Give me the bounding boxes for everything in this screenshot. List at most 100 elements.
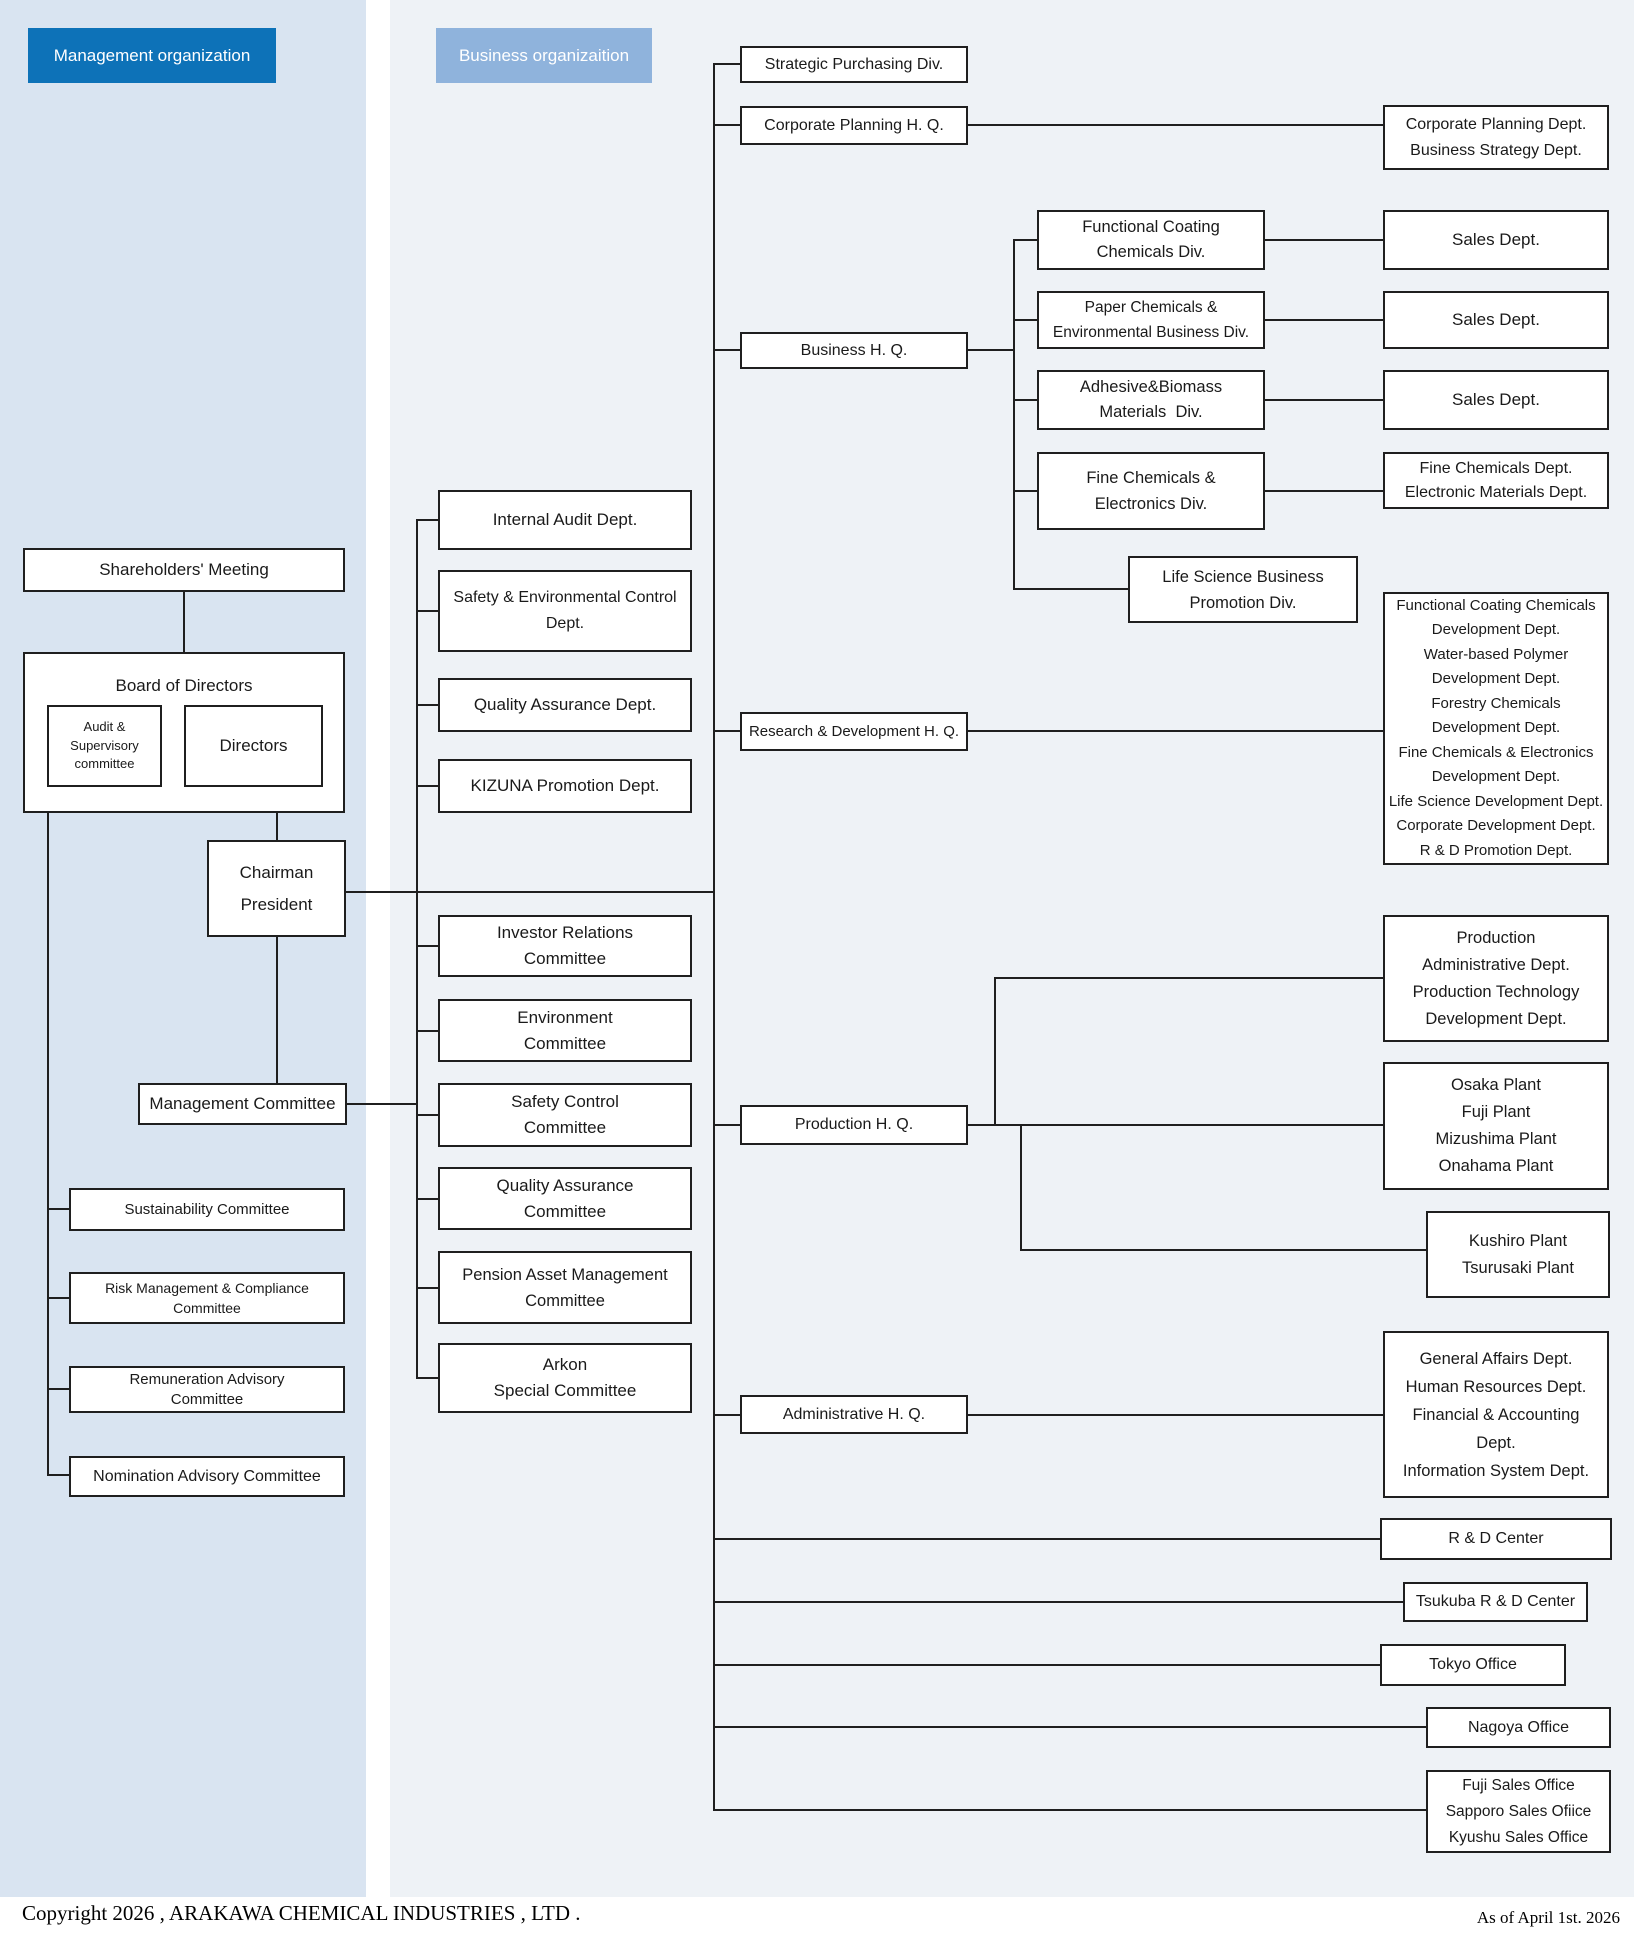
connector [416, 1114, 438, 1116]
connector [713, 1809, 1426, 1811]
connector [416, 704, 438, 706]
node-tsukuba-rd-center: Tsukuba R & D Center [1403, 1582, 1588, 1622]
node-sustainability-committee: Sustainability Committee [69, 1188, 345, 1231]
connector [1265, 399, 1383, 401]
connector [416, 1198, 438, 1200]
node-arkon-special-committee: Arkon Special Committee [438, 1343, 692, 1413]
connector [1013, 490, 1037, 492]
node-fine-chemicals-electronic-materials-depts: Fine Chemicals Dept. Electronic Material… [1383, 452, 1609, 509]
connector [47, 813, 49, 1476]
connector [968, 124, 1383, 126]
connector [47, 1297, 69, 1299]
node-sales-dept-2: Sales Dept. [1383, 291, 1609, 349]
connector [1013, 319, 1037, 321]
node-rd-center: R & D Center [1380, 1518, 1612, 1560]
connector [1265, 490, 1383, 492]
connector [416, 610, 438, 612]
management-panel-bg [0, 0, 366, 1897]
connector [994, 977, 1383, 979]
connector [713, 64, 715, 1811]
node-functional-coating-chemicals-div: Functional Coating Chemicals Div. [1037, 210, 1265, 270]
node-administrative-hq: Administrative H. Q. [740, 1395, 968, 1434]
node-plants-main: Osaka Plant Fuji Plant Mizushima Plant O… [1383, 1062, 1609, 1190]
connector [276, 813, 278, 840]
management-org-header: Management organization [28, 28, 276, 83]
node-directors: Directors [184, 705, 323, 787]
business-org-header: Business organizaition [436, 28, 652, 83]
node-kizuna-promotion-dept: KIZUNA Promotion Dept. [438, 759, 692, 813]
connector [968, 1124, 1383, 1126]
connector [713, 1538, 1380, 1540]
connector [713, 1664, 1380, 1666]
node-production-hq: Production H. Q. [740, 1105, 968, 1145]
connector [968, 1414, 1383, 1416]
connector [1265, 239, 1383, 241]
node-audit-supervisory-committee: Audit & Supervisory committee [47, 705, 162, 787]
connector [416, 519, 418, 1378]
connector [968, 349, 1013, 351]
connector [994, 977, 996, 1124]
connector [1020, 1249, 1426, 1251]
connector [1013, 399, 1037, 401]
node-pension-asset-management-committee: Pension Asset Management Committee [438, 1251, 692, 1324]
connector [416, 785, 438, 787]
node-research-development-hq: Research & Development H. Q. [740, 712, 968, 751]
node-sales-dept-3: Sales Dept. [1383, 370, 1609, 430]
connector [183, 592, 185, 652]
connector [1020, 1124, 1022, 1251]
connector [713, 730, 740, 732]
node-sales-dept-1: Sales Dept. [1383, 210, 1609, 270]
connector [347, 1103, 416, 1105]
node-plants-kushiro-tsurusaki: Kushiro Plant Tsurusaki Plant [1426, 1211, 1610, 1298]
node-tokyo-office: Tokyo Office [1380, 1644, 1566, 1686]
connector [416, 519, 438, 521]
node-production-admin-technology-depts: Production Administrative Dept. Producti… [1383, 915, 1609, 1042]
connector [713, 63, 740, 65]
connector [713, 1414, 740, 1416]
connector [47, 1474, 69, 1476]
node-safety-control-committee: Safety Control Committee [438, 1083, 692, 1147]
copyright-text: Copyright 2026 , ARAKAWA CHEMICAL INDUST… [22, 1901, 581, 1925]
node-safety-environmental-control-dept: Safety & Environmental Control Dept. [438, 570, 692, 652]
connector [346, 891, 713, 893]
node-corporate-planning-hq: Corporate Planning H. Q. [740, 106, 968, 145]
node-shareholders-meeting: Shareholders' Meeting [23, 548, 345, 592]
node-investor-relations-committee: Investor Relations Committee [438, 915, 692, 977]
node-risk-management-compliance-committee: Risk Management & Compliance Committee [69, 1272, 345, 1324]
connector [713, 1124, 740, 1126]
connector [47, 1208, 69, 1210]
node-management-committee: Management Committee [138, 1083, 347, 1125]
node-chairman-president: Chairman President [207, 840, 346, 937]
connector [416, 1030, 438, 1032]
node-life-science-business-promotion-div: Life Science Business Promotion Div. [1128, 556, 1358, 623]
connector [416, 1287, 438, 1289]
node-fine-chemicals-electronics-div: Fine Chemicals & Electronics Div. [1037, 452, 1265, 530]
node-regional-sales-offices: Fuji Sales Office Sapporo Sales Ofiice K… [1426, 1770, 1611, 1853]
connector [713, 1601, 1403, 1603]
as-of-date-text: As of April 1st. 2026 [1476, 1908, 1620, 1927]
connector [713, 1726, 1426, 1728]
node-rd-development-depts-list: Functional Coating Chemicals Development… [1383, 592, 1609, 865]
node-internal-audit-dept: Internal Audit Dept. [438, 490, 692, 550]
connector [713, 124, 740, 126]
connector [416, 1377, 438, 1379]
connector [416, 945, 438, 947]
connector [1013, 588, 1128, 590]
connector [968, 730, 1383, 732]
node-administrative-depts: General Affairs Dept. Human Resources De… [1383, 1331, 1609, 1498]
node-remuneration-advisory-committee: Remuneration Advisory Committee [69, 1366, 345, 1413]
node-nagoya-office: Nagoya Office [1426, 1707, 1611, 1748]
node-adhesive-biomass-materials-div: Adhesive&Biomass Materials Div. [1037, 370, 1265, 430]
node-corporate-planning-depts: Corporate Planning Dept. Business Strate… [1383, 105, 1609, 170]
connector [47, 1388, 69, 1390]
node-quality-assurance-committee: Quality Assurance Committee [438, 1167, 692, 1230]
connector [1265, 319, 1383, 321]
node-environment-committee: Environment Committee [438, 999, 692, 1062]
connector [276, 937, 278, 1083]
node-business-hq: Business H. Q. [740, 332, 968, 369]
connector [713, 349, 740, 351]
node-paper-chemicals-environmental-business-div: Paper Chemicals & Environmental Business… [1037, 291, 1265, 349]
connector [1013, 239, 1037, 241]
node-nomination-advisory-committee: Nomination Advisory Committee [69, 1456, 345, 1497]
